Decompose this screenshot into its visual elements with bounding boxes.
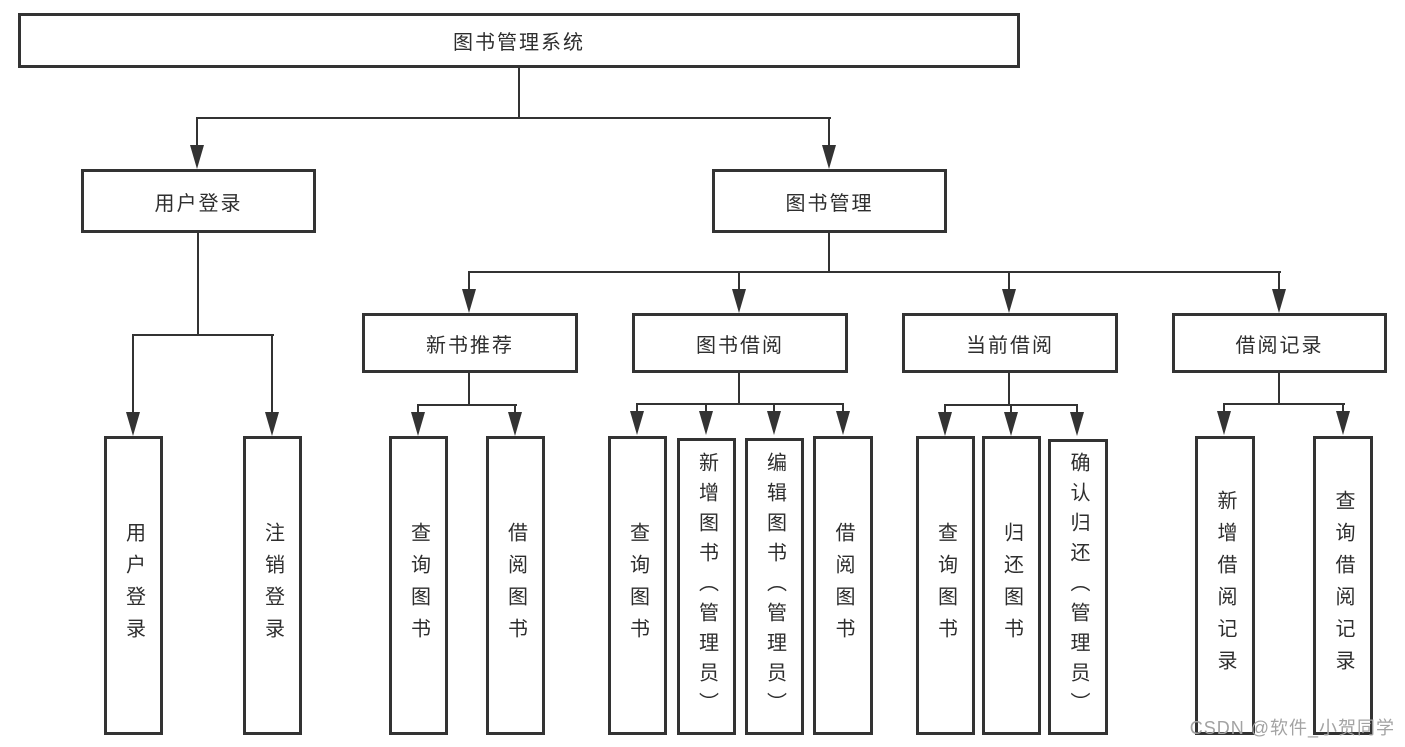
- arrow-down-icon: [767, 411, 781, 435]
- leaf-query-books-current: 查询图书: [916, 436, 975, 735]
- connector-user-login-bar: [132, 334, 274, 336]
- connector-level3-stub: [738, 271, 740, 291]
- connector-book-mgmt-bar: [468, 271, 1281, 273]
- connector-root-stem: [518, 67, 520, 118]
- node-new-book-recommend: 新书推荐: [362, 313, 578, 373]
- connector-bar: [636, 403, 844, 405]
- leaf-confirm-return-admin: 确认归还（管理员）: [1048, 439, 1108, 735]
- connector-leaf-stub: [944, 404, 946, 414]
- arrow-down-icon: [462, 289, 476, 313]
- connector-leaf-stub: [132, 334, 134, 414]
- connector-user-login-stub: [196, 117, 198, 147]
- node-book-borrow: 图书借阅: [632, 313, 848, 373]
- leaf-borrow-books: 借阅图书: [813, 436, 873, 735]
- connector-leaf-stub: [514, 404, 516, 414]
- connector-level3-stub: [1278, 271, 1280, 291]
- connector-leaf-stub: [842, 403, 844, 413]
- arrow-down-icon: [630, 411, 644, 435]
- leaf-edit-books-admin: 编辑图书（管理员）: [745, 438, 804, 735]
- leaf-query-borrow-record: 查询借阅记录: [1313, 436, 1373, 735]
- connector-leaf-stub: [1010, 404, 1012, 414]
- connector-leaf-stub: [271, 334, 273, 414]
- connector-leaf-stub: [773, 403, 775, 413]
- connector-leaf-stub: [1342, 403, 1344, 413]
- arrow-down-icon: [1272, 289, 1286, 313]
- connector-level3-stub: [468, 271, 470, 291]
- arrow-down-icon: [938, 412, 952, 436]
- arrow-down-icon: [822, 145, 836, 169]
- arrow-down-icon: [411, 412, 425, 436]
- connector-leaf-stub: [417, 404, 419, 414]
- leaf-query-books-borrow: 查询图书: [608, 436, 667, 735]
- connector-level3-stub: [1008, 271, 1010, 291]
- arrow-down-icon: [732, 289, 746, 313]
- arrow-down-icon: [1002, 289, 1016, 313]
- connector-bar: [417, 404, 517, 406]
- arrow-down-icon: [1336, 411, 1350, 435]
- leaf-add-borrow-record: 新增借阅记录: [1195, 436, 1255, 735]
- node-user-login: 用户登录: [81, 169, 316, 233]
- node-book-management: 图书管理: [712, 169, 947, 233]
- arrow-down-icon: [126, 412, 140, 436]
- connector-stem: [1278, 373, 1280, 405]
- node-book-management-system: 图书管理系统: [18, 13, 1020, 68]
- leaf-borrow-books-recommend: 借阅图书: [486, 436, 545, 735]
- arrow-down-icon: [1004, 412, 1018, 436]
- connector-stem: [738, 373, 740, 405]
- leaf-add-books-admin: 新增图书（管理员）: [677, 438, 736, 735]
- connector-leaf-stub: [1223, 403, 1225, 413]
- connector-leaf-stub: [1076, 404, 1078, 414]
- arrow-down-icon: [190, 145, 204, 169]
- leaf-query-books-recommend: 查询图书: [389, 436, 448, 735]
- connector-leaf-stub: [705, 403, 707, 413]
- arrow-down-icon: [508, 412, 522, 436]
- arrow-down-icon: [836, 411, 850, 435]
- watermark: CSDN @软件_小贺同学: [1189, 718, 1395, 738]
- connector-stem: [468, 373, 470, 406]
- connector-user-login-stem: [197, 233, 199, 335]
- connector-book-mgmt-stub: [828, 117, 830, 147]
- connector-book-mgmt-stem: [828, 233, 830, 273]
- leaf-return-books: 归还图书: [982, 436, 1041, 735]
- connector-stem: [1008, 373, 1010, 406]
- connector-bar: [1223, 403, 1345, 405]
- arrow-down-icon: [1217, 411, 1231, 435]
- leaf-user-login: 用户登录: [104, 436, 163, 735]
- arrow-down-icon: [699, 411, 713, 435]
- connector-leaf-stub: [636, 403, 638, 413]
- arrow-down-icon: [265, 412, 279, 436]
- arrow-down-icon: [1070, 412, 1084, 436]
- node-borrow-records: 借阅记录: [1172, 313, 1387, 373]
- node-current-borrow: 当前借阅: [902, 313, 1118, 373]
- leaf-logout: 注销登录: [243, 436, 302, 735]
- connector-root-bar: [196, 117, 831, 119]
